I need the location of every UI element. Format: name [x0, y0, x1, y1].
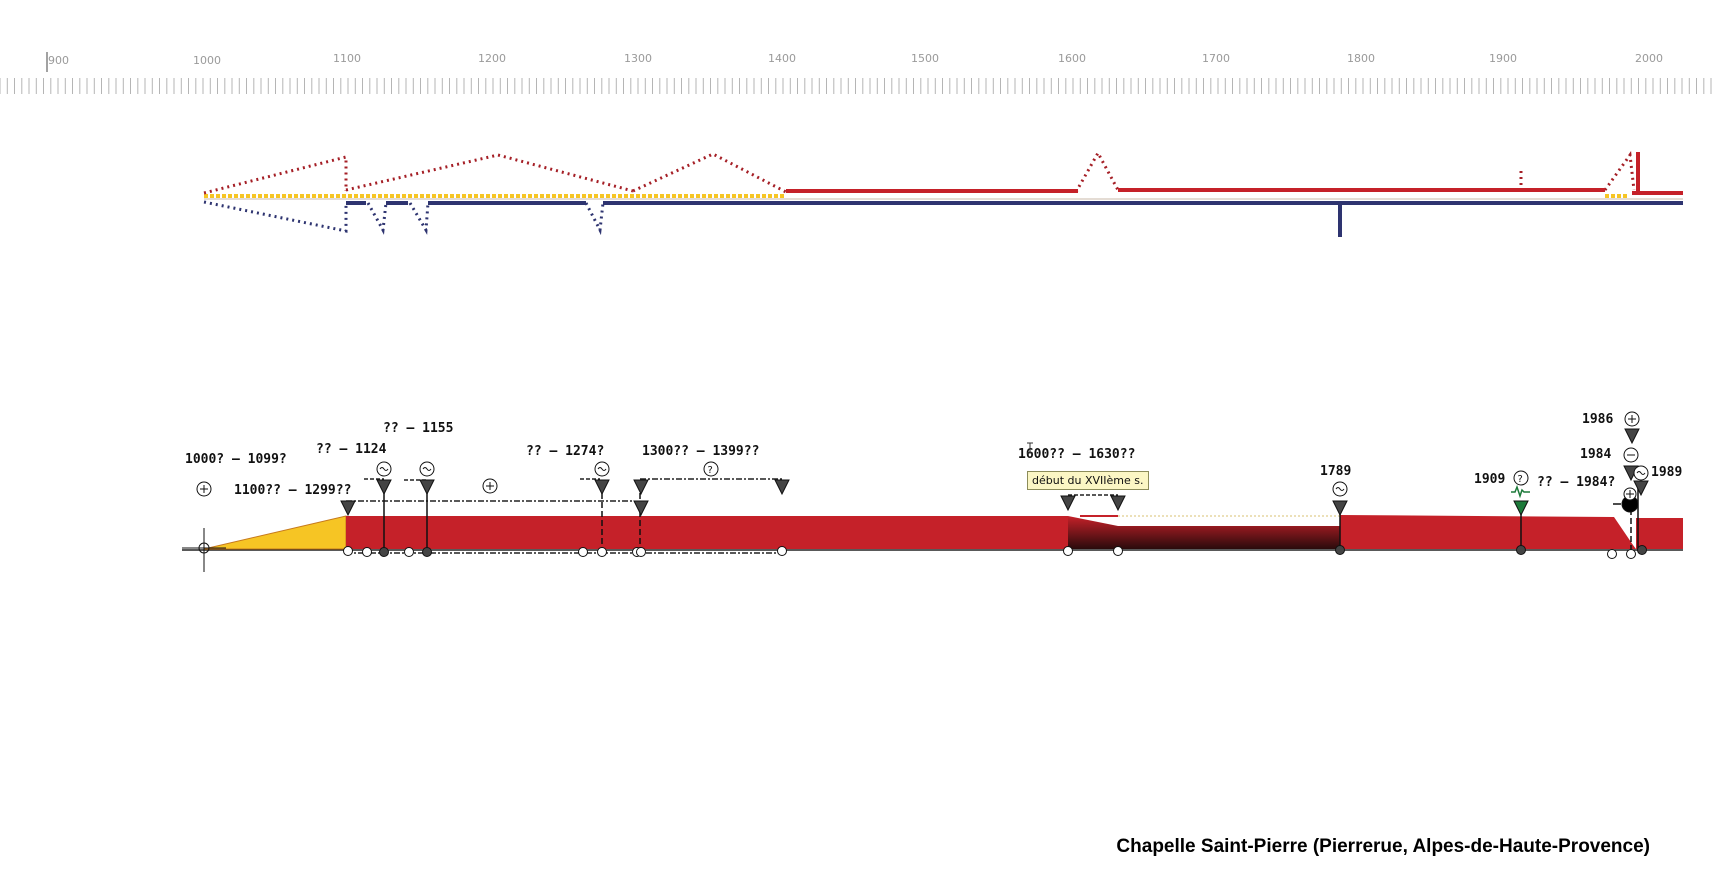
origin-circle: [198, 542, 210, 554]
tilde-circle-icon: [1633, 465, 1649, 481]
tilde-circle-icon: [376, 461, 392, 477]
triangle-marker-1600: [1060, 495, 1076, 512]
navy-dotted-outline-3: [408, 202, 430, 235]
axis-tick-label-1000: 1000: [193, 54, 221, 67]
tooltip: début du XVIIème s.: [1027, 471, 1149, 490]
triangle-marker-1986: [1624, 428, 1640, 445]
plus-circle-icon: [1624, 411, 1640, 427]
axis-tick-label-1300: 1300: [624, 52, 652, 65]
axis-tick-label-2000: 2000: [1635, 52, 1663, 65]
baseline-nodes: [343, 495, 1647, 559]
question-circle-icon: ?: [703, 461, 719, 477]
node: [1516, 545, 1526, 555]
node: [1607, 549, 1617, 559]
node: [1113, 546, 1123, 556]
green-wave-icon: [1511, 484, 1530, 499]
axis-tick-label-1700: 1700: [1202, 52, 1230, 65]
band-segment-yellow: [203, 515, 347, 550]
axis-tick-label-1900: 1900: [1489, 52, 1517, 65]
triangle-marker-1274: [594, 479, 610, 496]
node: [578, 547, 588, 557]
svg-text:?: ?: [1518, 474, 1523, 485]
tilde-circle-icon: [594, 461, 610, 477]
phase-label-1155: ?? – 1155: [383, 421, 453, 436]
phase-labels: 1000? – 1099? 1100?? – 1299?? ?? – 1124 …: [185, 412, 1682, 498]
band-segment-red-end: [1636, 518, 1683, 549]
axis-tick-label-1600: 1600: [1058, 52, 1086, 65]
red-dotted-outline-2: [345, 153, 634, 193]
axis-tick-label-1500: 1500: [911, 52, 939, 65]
triangle-marker-1100: [340, 500, 356, 517]
axis-tick-label-1200: 1200: [478, 52, 506, 65]
navy-dotted-outline-1: [203, 200, 348, 233]
phase-range-bars: [346, 478, 1118, 554]
triangle-marker-1300: [633, 479, 649, 496]
phase-label-1000-1099: 1000? – 1099?: [185, 452, 287, 467]
page-title: Chapelle Saint-Pierre (Pierrerue, Alpes-…: [1116, 836, 1650, 857]
triangle-marker-1989: [1633, 480, 1649, 497]
upper-evolution-lines: [203, 149, 1683, 237]
tilde-circle-icon: [1332, 481, 1348, 497]
axis-minor-ticks: [0, 78, 1712, 94]
node: [362, 547, 372, 557]
phase-triangles: [340, 428, 1649, 517]
node: [404, 547, 414, 557]
triangle-marker-1909: [1513, 500, 1529, 517]
phase-label-1274: ?? – 1274?: [526, 444, 604, 459]
question-circle-icon: ?: [1513, 470, 1529, 486]
node: [422, 547, 432, 557]
plus-circle-icon: [1623, 487, 1637, 501]
phase-label-1986: 1986: [1582, 412, 1613, 427]
triangle-marker-1299: [633, 500, 649, 517]
navy-dotted-outline-2: [366, 202, 388, 235]
node: [1063, 546, 1073, 556]
red-dotted-outline-4: [1074, 149, 1120, 193]
node: [777, 546, 787, 556]
phase-label-1909: 1909: [1474, 472, 1505, 487]
axis-tick-label-1800: 1800: [1347, 52, 1375, 65]
status-icons: ? ?: [196, 411, 1649, 501]
band-segment-red-main: [346, 516, 1068, 549]
phase-label-1789: 1789: [1320, 464, 1351, 479]
triangle-marker-1630: [1110, 495, 1126, 512]
svg-text:?: ?: [708, 465, 713, 476]
node: [597, 547, 607, 557]
phase-band: [182, 515, 1683, 572]
phase-label-1984: 1984: [1580, 447, 1611, 462]
red-dotted-outline-3: [632, 152, 787, 194]
axis-tick-label-900: 900: [48, 54, 69, 67]
phase-label-1600-1630: 1600?? – 1630??: [1018, 447, 1135, 462]
triangle-marker-1124: [376, 479, 392, 496]
band-segment-red-narrow: [1614, 517, 1636, 549]
plus-circle-icon: [196, 481, 212, 497]
phase-stems: [383, 484, 1639, 551]
red-dotted-outline-5: [1603, 150, 1636, 191]
triangle-marker-1789: [1332, 500, 1348, 517]
phase-label-1100-1299: 1100?? – 1299??: [234, 483, 351, 498]
navy-dotted-outline-4: [584, 202, 605, 236]
phase-label-1989: 1989: [1651, 465, 1682, 480]
year-axis: 900 1000 1100 1200 1300 1400 1500 1600 1…: [0, 52, 1712, 94]
node: [636, 547, 646, 557]
band-segment-dark: [1068, 516, 1340, 549]
tilde-circle-icon: [419, 461, 435, 477]
band-segment-red-after-1789: [1340, 515, 1614, 549]
node: [1626, 549, 1636, 559]
node: [1335, 545, 1345, 555]
minus-circle-icon: [1623, 447, 1639, 463]
red-dotted-outline-1: [203, 155, 348, 195]
triangle-marker-1155: [419, 479, 435, 496]
plus-circle-icon: [482, 478, 498, 494]
triangle-marker-1399: [774, 479, 790, 496]
phase-label-1124: ?? – 1124: [316, 442, 387, 457]
axis-tick-label-1100: 1100: [333, 52, 361, 65]
node: [343, 546, 353, 556]
phase-label-1300-1399: 1300?? – 1399??: [642, 444, 759, 459]
phase-label-1970-1984: ?? – 1984?: [1537, 475, 1615, 490]
node: [1637, 545, 1647, 555]
node: [379, 547, 389, 557]
text-cursor-icon: [1027, 442, 1033, 454]
axis-tick-label-1400: 1400: [768, 52, 796, 65]
